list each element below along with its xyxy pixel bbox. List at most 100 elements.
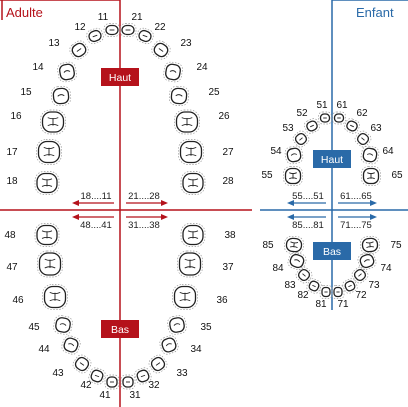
tooth-71 (331, 285, 345, 299)
tooth-37 (177, 250, 203, 278)
adult-upper-label: Haut (109, 72, 131, 84)
adult-range-upper-left: 21....28 (128, 191, 160, 202)
tooth-number-85: 85 (262, 240, 274, 251)
tooth-number-63: 63 (370, 123, 382, 134)
tooth-24 (163, 61, 183, 83)
tooth-number-35: 35 (200, 322, 212, 333)
adult-lower-label-box (101, 320, 139, 338)
child-range-upper-left: 61....65 (340, 191, 372, 202)
tooth-number-62: 62 (356, 108, 368, 119)
child-upper-label-box (313, 150, 351, 168)
tooth-number-37: 37 (222, 262, 234, 273)
tooth-number-74: 74 (380, 263, 392, 274)
tooth-number-64: 64 (382, 146, 394, 157)
adult-title: Adulte (6, 5, 43, 20)
tooth-65 (361, 166, 381, 186)
tooth-14 (57, 61, 77, 83)
tooth-number-84: 84 (272, 263, 284, 274)
tooth-54 (284, 145, 304, 165)
tooth-75 (360, 235, 380, 255)
tooth-11 (103, 23, 121, 37)
tooth-35 (167, 315, 187, 335)
tooth-number-73: 73 (368, 280, 380, 291)
tooth-number-44: 44 (38, 344, 50, 355)
tooth-42 (88, 367, 106, 385)
tooth-46 (42, 284, 68, 310)
tooth-number-72: 72 (355, 290, 367, 301)
tooth-number-14: 14 (32, 62, 44, 73)
tooth-number-48: 48 (4, 230, 16, 241)
tooth-51 (318, 111, 332, 125)
tooth-12 (86, 27, 104, 45)
tooth-83 (295, 266, 313, 284)
tooth-number-11: 11 (98, 12, 109, 23)
tooth-number-15: 15 (20, 87, 32, 98)
tooth-27 (178, 139, 204, 165)
child-lower-label-box (313, 242, 351, 260)
adult-range-lower-left: 31....38 (128, 220, 160, 231)
tooth-number-23: 23 (180, 38, 192, 49)
tooth-44 (61, 335, 81, 355)
tooth-number-55: 55 (261, 170, 273, 181)
tooth-74 (357, 251, 377, 271)
tooth-48 (34, 223, 60, 247)
tooth-47 (37, 250, 63, 278)
adult-lower-label: Bas (111, 324, 129, 336)
tooth-38 (180, 223, 206, 247)
adult-range-lower-right: 48....41 (80, 220, 112, 231)
tooth-number-31: 31 (129, 390, 141, 401)
tooth-number-52: 52 (296, 108, 308, 119)
tooth-number-71: 71 (337, 299, 349, 310)
tooth-number-51: 51 (316, 100, 328, 111)
child-range-arrows (287, 200, 377, 220)
tooth-number-34: 34 (190, 344, 202, 355)
tooth-number-22: 22 (154, 22, 166, 33)
tooth-31 (120, 374, 136, 390)
child-upper-label: Haut (321, 154, 343, 166)
tooth-number-13: 13 (48, 38, 60, 49)
tooth-85 (284, 235, 304, 255)
tooth-number-47: 47 (6, 262, 18, 273)
tooth-41 (104, 374, 120, 390)
tooth-number-16: 16 (10, 111, 22, 122)
tooth-55 (283, 166, 303, 186)
tooth-82 (306, 278, 322, 294)
tooth-21 (119, 23, 137, 37)
tooth-16 (40, 109, 66, 135)
tooth-number-54: 54 (270, 146, 282, 157)
tooth-81 (319, 285, 333, 299)
tooth-number-28: 28 (222, 176, 234, 187)
tooth-number-43: 43 (52, 368, 64, 379)
tooth-25 (168, 85, 190, 107)
adult-range-arrows (72, 200, 168, 220)
tooth-36 (172, 284, 198, 310)
tooth-72 (342, 278, 358, 294)
tooth-45 (53, 315, 73, 335)
tooth-84 (287, 251, 307, 271)
tooth-number-21: 21 (131, 12, 143, 23)
tooth-26 (174, 109, 200, 135)
tooth-number-33: 33 (176, 368, 188, 379)
tooth-63 (354, 130, 372, 148)
tooth-number-45: 45 (28, 322, 40, 333)
tooth-43 (72, 354, 92, 374)
adult-upper-label-box (101, 68, 139, 86)
tooth-15 (50, 85, 72, 107)
tooth-number-12: 12 (74, 22, 86, 33)
tooth-number-38: 38 (224, 230, 236, 241)
tooth-number-42: 42 (80, 380, 92, 391)
tooth-number-36: 36 (216, 295, 228, 306)
adult-range-upper-right: 18....11 (81, 191, 112, 202)
tooth-number-81: 81 (315, 299, 327, 310)
tooth-53 (292, 130, 310, 148)
tooth-34 (159, 335, 179, 355)
tooth-number-27: 27 (222, 147, 234, 158)
tooth-23 (151, 40, 171, 60)
tooth-61 (332, 111, 346, 125)
tooth-number-18: 18 (6, 176, 18, 187)
tooth-number-46: 46 (12, 295, 24, 306)
tooth-18 (34, 171, 60, 195)
tooth-number-26: 26 (218, 111, 230, 122)
child-range-lower-right: 85....81 (292, 220, 324, 231)
